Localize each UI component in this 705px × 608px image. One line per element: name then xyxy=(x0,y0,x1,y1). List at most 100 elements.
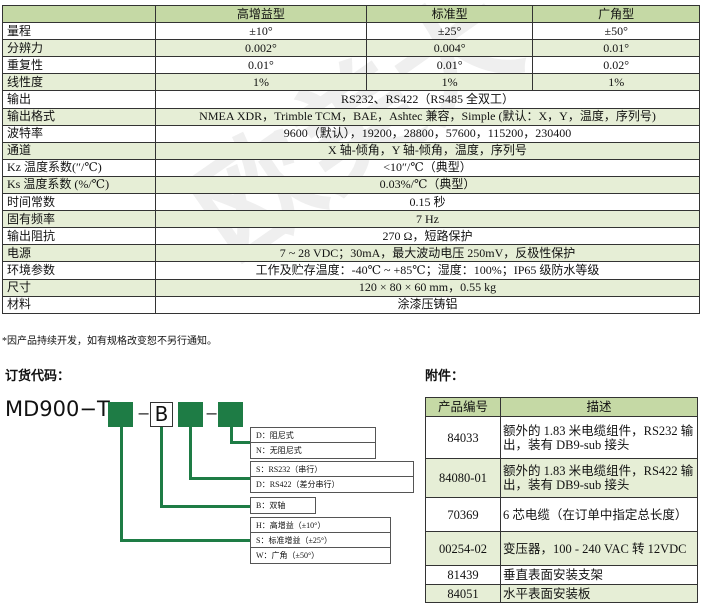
value-cell: 270 Ω，短路保护 xyxy=(155,227,700,246)
damping-options: D：阻尼式 N：无阻尼式 xyxy=(250,427,376,459)
row-label: 通道 xyxy=(2,141,156,160)
value-cell: 120 × 80 × 60 mm，0.55 kg xyxy=(155,278,700,297)
value-cell: 1% xyxy=(155,73,367,92)
range-code-box xyxy=(108,402,133,427)
row-label: 电源 xyxy=(2,244,156,263)
order-code-title: 订货代码： xyxy=(5,369,71,384)
header-cell: 广角型 xyxy=(532,4,700,24)
header-cell xyxy=(2,4,156,24)
value-cell: RS232、RS422（RS485 全双工） xyxy=(155,90,700,109)
range-options: H：高增益（±10°） S：标准增益（±25°） W：广角（±50°） xyxy=(250,517,391,564)
description: 额外的 1.83 米电缆组件，RS232 输出，装有 DB9-sub 接头 xyxy=(500,416,698,459)
description: 6 芯电缆（在订单中指定总长度） xyxy=(500,497,698,532)
header-cell: 产品编号 xyxy=(425,397,501,417)
option: S：RS232（串行） xyxy=(251,462,413,477)
row-label: 波特率 xyxy=(2,124,156,143)
value-cell: 0.01° xyxy=(365,56,534,75)
option: S：标准增益（±25°） xyxy=(251,533,390,548)
row-label: 材料 xyxy=(2,295,156,314)
option: D：RS422（差分串行） xyxy=(256,480,340,489)
row-label: 量程 xyxy=(2,22,156,41)
value-cell: 0.01° xyxy=(155,56,367,75)
header-cell: 描述 xyxy=(500,397,698,417)
value-cell: 7 ~ 28 VDC；30mA，最大波动电压 250mV，反极性保护 xyxy=(155,244,700,263)
value-cell: 0.03%/℃（典型） xyxy=(155,175,700,195)
row-label: 时间常数 xyxy=(2,193,156,212)
damping-code-box xyxy=(218,402,243,427)
row-label: 环境参数 xyxy=(2,261,156,280)
option: D：阻尼式 xyxy=(251,428,375,443)
model-prefix: MD900−T xyxy=(5,397,110,421)
value-cell: 0.002° xyxy=(155,39,367,58)
part-number: 84051 xyxy=(425,584,501,603)
separator: − xyxy=(137,404,151,423)
output-code-box xyxy=(178,402,203,427)
output-options: S：RS232（串行） D：RS422（差分串行） xyxy=(250,461,414,493)
row-label: Ks 温度系数 (%/℃) xyxy=(2,175,156,195)
value-cell: 7 Hz xyxy=(155,210,700,229)
header-cell: 高增益型 xyxy=(155,4,367,24)
value-cell: <10″/℃（典型） xyxy=(155,158,700,177)
separator: − xyxy=(205,404,219,423)
value-cell: 1% xyxy=(532,73,700,92)
part-number: 70369 xyxy=(425,497,501,532)
part-number: 84080-01 xyxy=(425,458,501,498)
option: N：无阻尼式 xyxy=(256,446,302,455)
row-label: 输出 xyxy=(2,90,156,109)
axis-code-box: B xyxy=(150,402,173,427)
value-cell: 1% xyxy=(365,73,534,92)
description: 水平表面安装板 xyxy=(500,584,698,603)
value-cell: 0.01° xyxy=(532,39,700,58)
value-cell: NMEA XDR，Trimble TCM，BAE，Ashtec 兼容，Simpl… xyxy=(155,107,700,126)
value-cell: 0.15 秒 xyxy=(155,193,700,212)
row-label: 线性度 xyxy=(2,73,156,92)
accessories-header-row: 产品编号 描述 xyxy=(425,397,698,417)
value-cell: 0.02° xyxy=(532,56,700,75)
description: 垂直表面安装支架 xyxy=(500,565,698,585)
description: 额外的 1.83 米电缆组件，RS422 输出，装有 DB9-sub 接头 xyxy=(500,458,698,498)
value-cell: ±25° xyxy=(365,22,534,41)
value-cell: 涂漆压铸铝 xyxy=(155,295,700,314)
row-label: 输出阻抗 xyxy=(2,227,156,246)
row-label: Kz 温度系数(″/℃) xyxy=(2,158,156,177)
row-label: 固有频率 xyxy=(2,210,156,229)
row-label: 尺寸 xyxy=(2,278,156,297)
part-number: 84033 xyxy=(425,416,501,459)
value-cell: ±50° xyxy=(532,22,700,41)
footnote: *因产品持续开发，如有规格改变恕不另行通知。 xyxy=(2,336,217,347)
row-label: 输出格式 xyxy=(2,107,156,126)
axis-options: B：双轴 xyxy=(250,497,316,514)
option: H：高增益（±10°） xyxy=(251,518,390,533)
value-cell: 0.004° xyxy=(365,39,534,58)
accessories-title: 附件： xyxy=(425,369,465,384)
value-cell: 9600（默认），19200，28800，57600，115200，230400 xyxy=(155,124,700,143)
description: 变压器，100 - 240 VAC 转 12VDC xyxy=(500,531,698,566)
option: B：双轴 xyxy=(256,501,286,510)
spec-row: Ks 温度系数 (%/℃)0.03%/℃（典型） xyxy=(2,175,700,195)
spec-header-row: 高增益型 标准型 广角型 xyxy=(2,4,700,24)
value-cell: ±10° xyxy=(155,22,367,41)
option: W：广角（±50°） xyxy=(256,551,320,560)
spec-row: 量程±10°±25°±50° xyxy=(2,22,700,41)
spec-row: 环境参数工作及贮存温度：-40℃ ~ +85℃；湿度：100%；IP65 级防水… xyxy=(2,261,700,280)
